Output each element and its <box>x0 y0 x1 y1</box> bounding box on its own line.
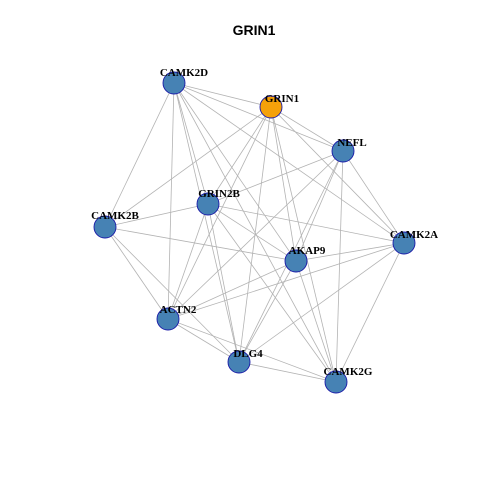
edge-grin1-camk2b <box>104 106 272 228</box>
node-circle-dlg4 <box>227 350 251 374</box>
node-circle-grin2b <box>196 192 220 216</box>
edge-camk2d-actn2 <box>167 82 175 320</box>
node-circle-grin1 <box>259 95 283 119</box>
edge-camk2a-dlg4 <box>238 242 405 363</box>
edge-grin2b-camk2g <box>207 203 337 383</box>
node-label-camk2a: CAMK2A <box>390 229 438 241</box>
node-label-actn2: ACTN2 <box>160 304 197 316</box>
node-circle-camk2b <box>93 215 117 239</box>
edge-akap9-dlg4 <box>238 260 297 363</box>
edge-grin2b-dlg4 <box>207 203 240 363</box>
node-label-akap9: AKAP9 <box>289 245 326 257</box>
diagram-title: GRIN1 <box>233 22 276 38</box>
node-grin2b: GRIN2B <box>196 188 240 216</box>
edge-camk2a-akap9 <box>295 242 405 262</box>
node-circle-camk2d <box>162 71 186 95</box>
edge-camk2d-camk2b <box>104 82 175 228</box>
edge-grin1-camk2a <box>270 106 405 244</box>
node-label-camk2d: CAMK2D <box>160 67 208 79</box>
edge-nefl-camk2a <box>342 150 405 244</box>
edge-camk2a-actn2 <box>167 242 405 320</box>
edge-grin1-camk2g <box>270 106 337 383</box>
edge-grin1-actn2 <box>167 106 272 320</box>
edge-actn2-dlg4 <box>167 318 240 363</box>
node-camk2d: CAMK2D <box>160 67 208 95</box>
edge-camk2d-camk2a <box>173 82 405 244</box>
node-label-camk2b: CAMK2B <box>91 210 139 222</box>
node-circle-akap9 <box>284 249 308 273</box>
node-nefl: NEFL <box>331 137 367 163</box>
edge-grin1-grin2b <box>207 106 272 205</box>
edge-dlg4-camk2g <box>238 361 337 383</box>
edge-camk2b-akap9 <box>104 226 297 262</box>
edge-nefl-grin2b <box>207 150 344 205</box>
edge-grin2b-akap9 <box>207 203 297 262</box>
node-circle-nefl <box>331 139 355 163</box>
node-circle-camk2a <box>392 231 416 255</box>
edge-grin2b-camk2a <box>207 203 405 244</box>
edge-grin2b-camk2b <box>104 203 209 228</box>
edge-camk2d-nefl <box>173 82 344 152</box>
node-layer: GRIN1 CAMK2D NEFL GRIN2B CAMK2B CAMK2A AKAP9AC… <box>91 67 438 394</box>
edge-grin1-akap9 <box>270 106 297 262</box>
edge-grin1-nefl <box>270 106 344 152</box>
node-circle-actn2 <box>156 307 180 331</box>
node-label-dlg4: DLG4 <box>233 348 263 360</box>
node-camk2g: CAMK2G <box>324 366 373 394</box>
edge-akap9-actn2 <box>167 260 297 320</box>
node-label-grin2b: GRIN2B <box>198 188 240 200</box>
node-dlg4: DLG4 <box>227 348 263 374</box>
edge-actn2-camk2g <box>167 318 337 383</box>
edge-camk2d-dlg4 <box>173 82 240 363</box>
node-camk2b: CAMK2B <box>91 210 139 239</box>
node-label-nefl: NEFL <box>337 137 366 149</box>
edge-camk2b-actn2 <box>104 226 169 320</box>
edge-camk2d-grin1 <box>173 82 272 108</box>
edge-layer <box>104 82 405 383</box>
node-label-camk2g: CAMK2G <box>324 366 373 378</box>
edge-camk2d-grin2b <box>173 82 209 205</box>
node-actn2: ACTN2 <box>156 304 197 331</box>
edge-nefl-akap9 <box>295 150 344 262</box>
edge-akap9-camk2g <box>295 260 337 383</box>
edge-camk2a-camk2g <box>335 242 405 383</box>
node-akap9: AKAP9 <box>284 245 326 273</box>
node-grin1: GRIN1 <box>259 93 299 119</box>
node-camk2a: CAMK2A <box>390 229 438 255</box>
node-circle-camk2g <box>324 370 348 394</box>
edge-grin2b-actn2 <box>167 203 209 320</box>
edge-camk2d-akap9 <box>173 82 297 262</box>
node-label-grin1: GRIN1 <box>265 93 299 105</box>
edge-camk2b-dlg4 <box>104 226 240 363</box>
edge-nefl-camk2g <box>335 150 344 383</box>
